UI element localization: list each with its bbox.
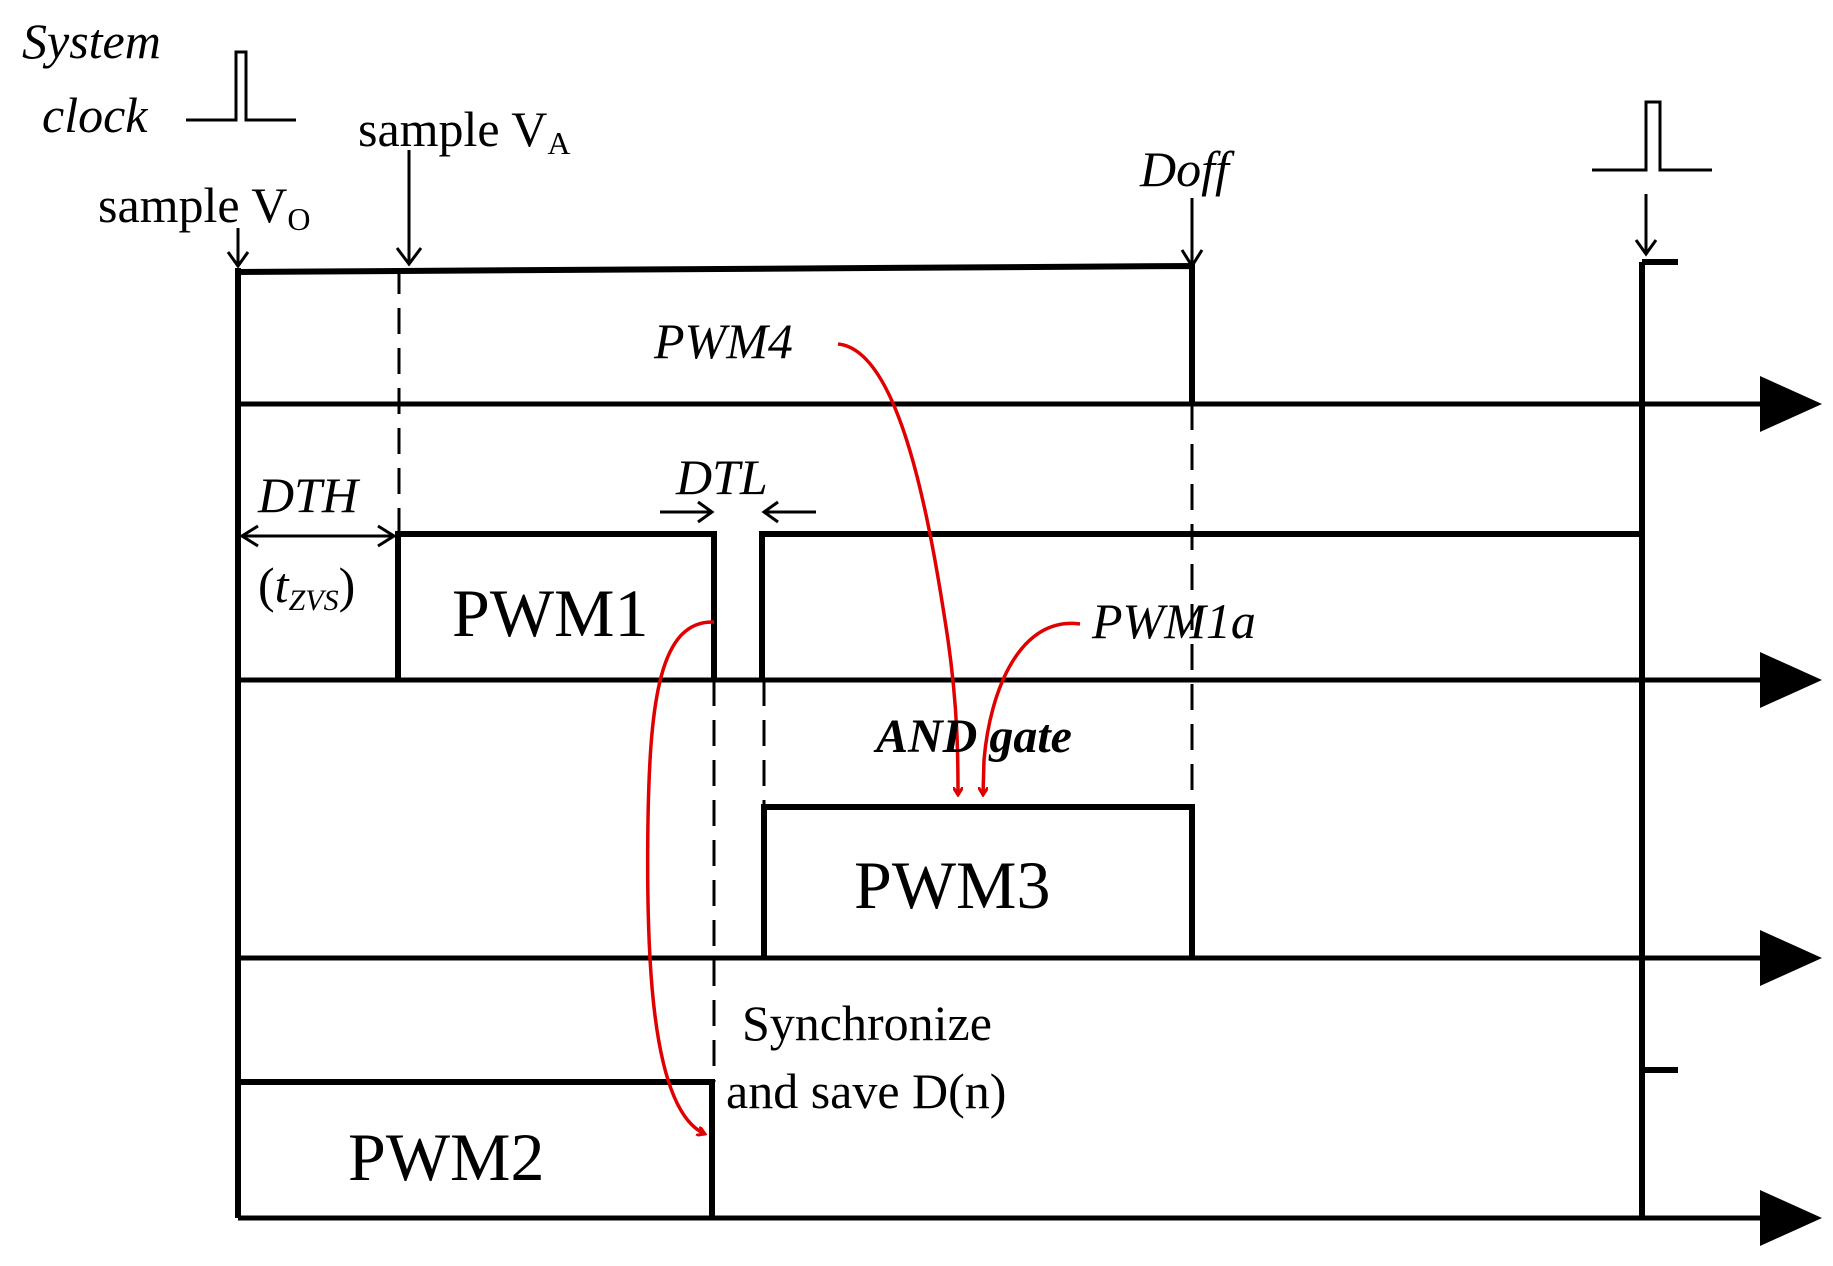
axis-arrowhead-pwm4 xyxy=(1760,376,1822,432)
sample-va-label: sample VA xyxy=(358,101,570,161)
system-clock-pulse-next xyxy=(1592,100,1712,172)
synchronize-label: Synchronize xyxy=(742,995,992,1051)
axis-arrowhead-pwm3 xyxy=(1760,930,1822,986)
dth-dimension-arrow xyxy=(239,524,397,548)
system-clock-label-line2: clock xyxy=(42,87,148,143)
pwm3-waveform xyxy=(761,804,1195,958)
dth-label: DTH xyxy=(257,467,361,523)
sample-vo-label: sample VO xyxy=(98,177,310,237)
pwm2-label: PWM2 xyxy=(348,1119,544,1195)
sample-va-arrow xyxy=(395,150,423,267)
axis-arrowhead-pwm2 xyxy=(1760,1190,1822,1246)
pwm1-label: PWM1 xyxy=(452,575,648,651)
save-dn-label: and save D(n) xyxy=(726,1063,1006,1119)
system-clock-pulse xyxy=(186,50,296,122)
pwm2-waveform xyxy=(238,1079,715,1218)
pwm1-to-pwm2-sync-arrow xyxy=(645,620,715,1134)
pwm4-to-and-gate-arrow xyxy=(837,342,958,795)
dtl-dimension-arrows xyxy=(660,500,816,524)
pwm4-label: PWM4 xyxy=(653,313,793,369)
doff-label: Doff xyxy=(1139,141,1235,197)
next-clock-arrow xyxy=(1634,194,1658,257)
pwm3-label: PWM3 xyxy=(854,847,1050,923)
tzvs-label: (tZVS) xyxy=(258,557,355,617)
pwm1a-label: PWM1a xyxy=(1091,593,1256,649)
pwm1a-waveform xyxy=(759,531,1642,680)
system-clock-label-line1: System xyxy=(22,13,161,69)
sample-vo-arrow xyxy=(226,228,250,269)
axis-arrowhead-pwm1 xyxy=(1760,652,1822,708)
and-gate-label: AND gate xyxy=(873,710,1072,763)
dtl-label: DTL xyxy=(675,449,768,505)
pwm1-waveform xyxy=(395,531,717,680)
pwm1a-to-and-gate-arrow xyxy=(983,621,1081,795)
doff-arrow xyxy=(1180,198,1204,269)
time-axes xyxy=(238,376,1822,1246)
